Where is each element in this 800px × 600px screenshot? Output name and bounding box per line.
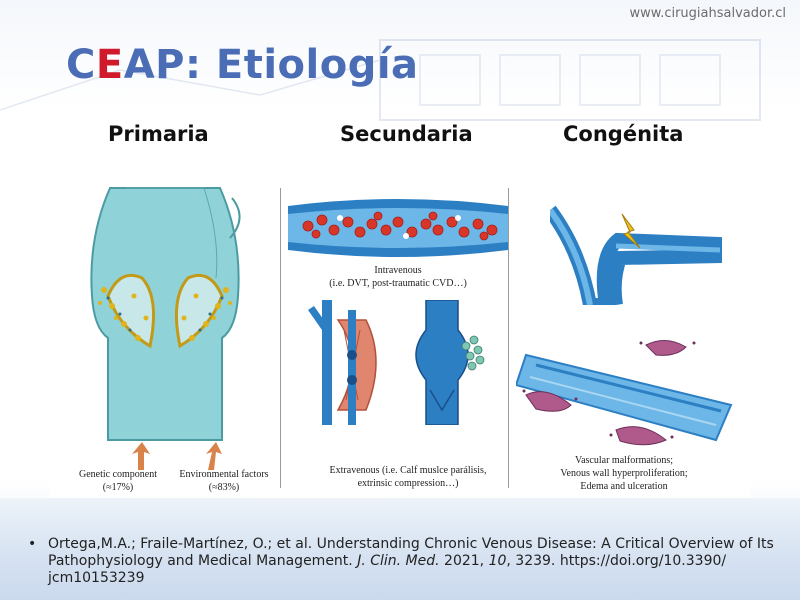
column-title-primaria: Primaria: [108, 122, 209, 146]
environmental-label: Environmental factors: [179, 469, 269, 480]
genetic-caption: Genetic component (≈17%): [68, 468, 168, 494]
edema-label: Edema and ulceration: [580, 481, 668, 492]
footer-band: [0, 498, 800, 600]
title-prefix-c: C: [66, 42, 96, 88]
environmental-caption: Environmental factors (≈83%): [168, 468, 280, 494]
lightning-icon: [621, 213, 641, 249]
congenital-vein-illustration: [550, 205, 722, 305]
intravenous-illustration: [288, 199, 508, 257]
genetic-label: Genetic component: [78, 469, 158, 480]
title-prefix-e: E: [95, 42, 124, 88]
primary-arrows: [132, 442, 222, 470]
column-title-secundaria: Secundaria: [340, 122, 473, 146]
reference-part1: Ortega,M.A.; Fraile-Martínez, O.; et al.…: [48, 536, 774, 569]
intravenous-caption: Intravenous (i.e. DVT, post-traumatic CV…: [308, 264, 488, 290]
extravenous-illustration: [308, 300, 485, 425]
divider-left: [280, 188, 281, 488]
reference-text: Ortega,M.A.; Fraile-Martínez, O.; et al.…: [48, 536, 788, 587]
venous-wall-label: Venous wall hyperproliferation;: [560, 468, 688, 479]
reference-bullet: •: [28, 536, 37, 552]
reference-part3: , 3239. https://doi.org/10.3390/ jcm1015…: [48, 553, 727, 586]
site-url: www.cirugiahsalvador.cl: [629, 6, 786, 21]
reference-journal: J. Clin. Med.: [357, 553, 440, 569]
genetic-arrow-icon: [132, 442, 150, 470]
slide-title: CEAP: Etiología: [66, 42, 419, 88]
extravenous-label: Extravenous (i.e. Calf muslce parálisis,: [329, 465, 487, 476]
reference-volume: 10: [488, 553, 507, 569]
background-watermark: [0, 39, 761, 121]
column-title-congenita: Congénita: [563, 122, 684, 146]
reference-part2: 2021,: [439, 553, 489, 569]
congenital-malformation-illustration: [516, 340, 733, 446]
environmental-arrow-icon: [206, 442, 222, 470]
extravenous-detail: extrinsic compression…): [357, 478, 459, 489]
divider-right: [508, 188, 509, 488]
etiology-figure: Genetic component (≈17%) Environmental f…: [50, 160, 750, 498]
intravenous-detail: (i.e. DVT, post-traumatic CVD…): [329, 278, 467, 289]
title-rest: AP: Etiología: [123, 42, 419, 88]
congenital-caption: Vascular malformations; Venous wall hype…: [524, 454, 724, 493]
reference-citation: • Ortega,M.A.; Fraile-Martínez, O.; et a…: [28, 536, 788, 587]
intravenous-label: Intravenous: [374, 265, 422, 276]
extravenous-caption: Extravenous (i.e. Calf muslce parálisis,…: [308, 464, 508, 490]
environmental-percent: (≈83%): [208, 482, 240, 493]
primary-vein-illustration: [90, 187, 241, 441]
genetic-percent: (≈17%): [102, 482, 134, 493]
vascular-label: Vascular malformations;: [574, 455, 674, 466]
